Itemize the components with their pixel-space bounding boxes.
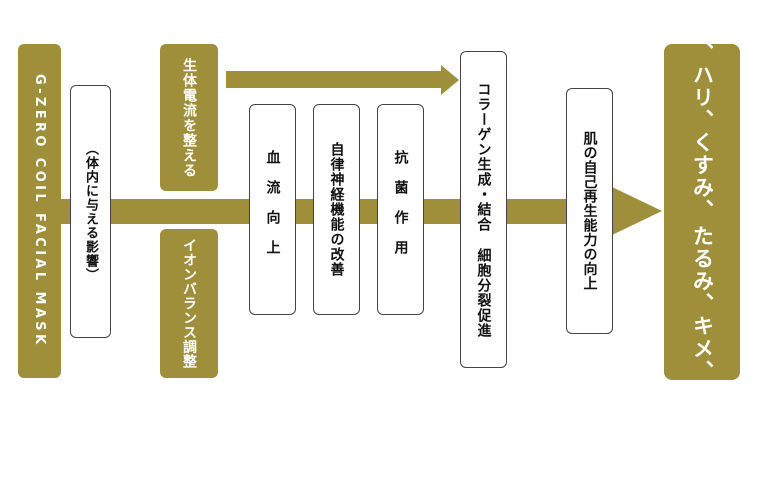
top-arrow-shaft — [226, 71, 442, 88]
top-arrow-head — [441, 65, 459, 95]
influence-label: （体内に与える影響） — [83, 141, 98, 282]
effect-label-antibacterial: 抗菌作用 — [392, 149, 409, 270]
result-label-line1: 乾燥、シミ、ハリ、くすみ、 — [690, 0, 715, 222]
brand-box: G-ZERO COIL FACIAL MASK — [18, 44, 61, 378]
effect-box-autonomic-nerve: 自律神経機能の改善 — [313, 104, 360, 315]
collagen-box: コラーゲン生成・結合 細胞分裂促進 — [460, 51, 507, 368]
brand-label: G-ZERO COIL FACIAL MASK — [32, 74, 47, 348]
result-box: 乾燥、シミ、ハリ、くすみ、 たるみ、キメ、肌色の改善 — [664, 0, 740, 495]
collagen-label-line1: コラーゲン生成・結合 — [475, 82, 492, 232]
main-arrow-head — [612, 187, 662, 235]
top-effect-label: 生体電流を整える — [181, 57, 197, 178]
result-label-line2: たるみ、キメ、肌色の改善 — [690, 225, 715, 495]
bottom-effect-label: イオンバランス調整 — [181, 238, 197, 369]
effect-label-autonomic-nerve: 自律神経機能の改善 — [328, 142, 345, 277]
skin-ability-label: 肌の自己再生能力の向上 — [581, 131, 598, 291]
effect-box-blood-flow: 血流向上 — [249, 104, 296, 315]
effect-label-blood-flow: 血流向上 — [264, 149, 281, 270]
effect-box-antibacterial: 抗菌作用 — [377, 104, 424, 315]
skin-ability-box: 肌の自己再生能力の向上 — [566, 88, 613, 334]
influence-box: （体内に与える影響） — [70, 85, 111, 338]
bottom-effect-box: イオンバランス調整 — [160, 229, 218, 378]
collagen-label-line2: 細胞分裂促進 — [475, 248, 492, 338]
top-effect-box: 生体電流を整える — [160, 44, 218, 191]
